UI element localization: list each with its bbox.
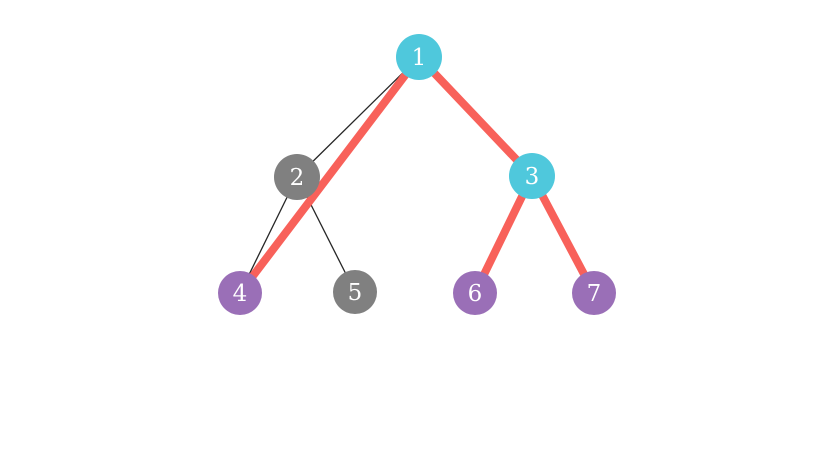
node-2[interactable]: 2 [274, 154, 320, 200]
node-6[interactable]: 6 [453, 271, 497, 315]
node-group: 1 2 3 4 5 6 7 [218, 34, 616, 315]
node-circle-6[interactable] [453, 271, 497, 315]
edge-1-3 [415, 53, 536, 180]
node-circle-1[interactable] [396, 34, 442, 80]
edge-1-2 [296, 56, 420, 178]
node-circle-2[interactable] [274, 154, 320, 200]
node-1[interactable]: 1 [396, 34, 442, 80]
node-4[interactable]: 4 [218, 271, 262, 315]
node-circle-7[interactable] [572, 271, 616, 315]
node-circle-4[interactable] [218, 271, 262, 315]
node-circle-5[interactable] [333, 270, 377, 314]
node-7[interactable]: 7 [572, 271, 616, 315]
node-5[interactable]: 5 [333, 270, 377, 314]
node-circle-3[interactable] [509, 153, 555, 199]
node-3[interactable]: 3 [509, 153, 555, 199]
edge-1-4 [236, 53, 423, 297]
